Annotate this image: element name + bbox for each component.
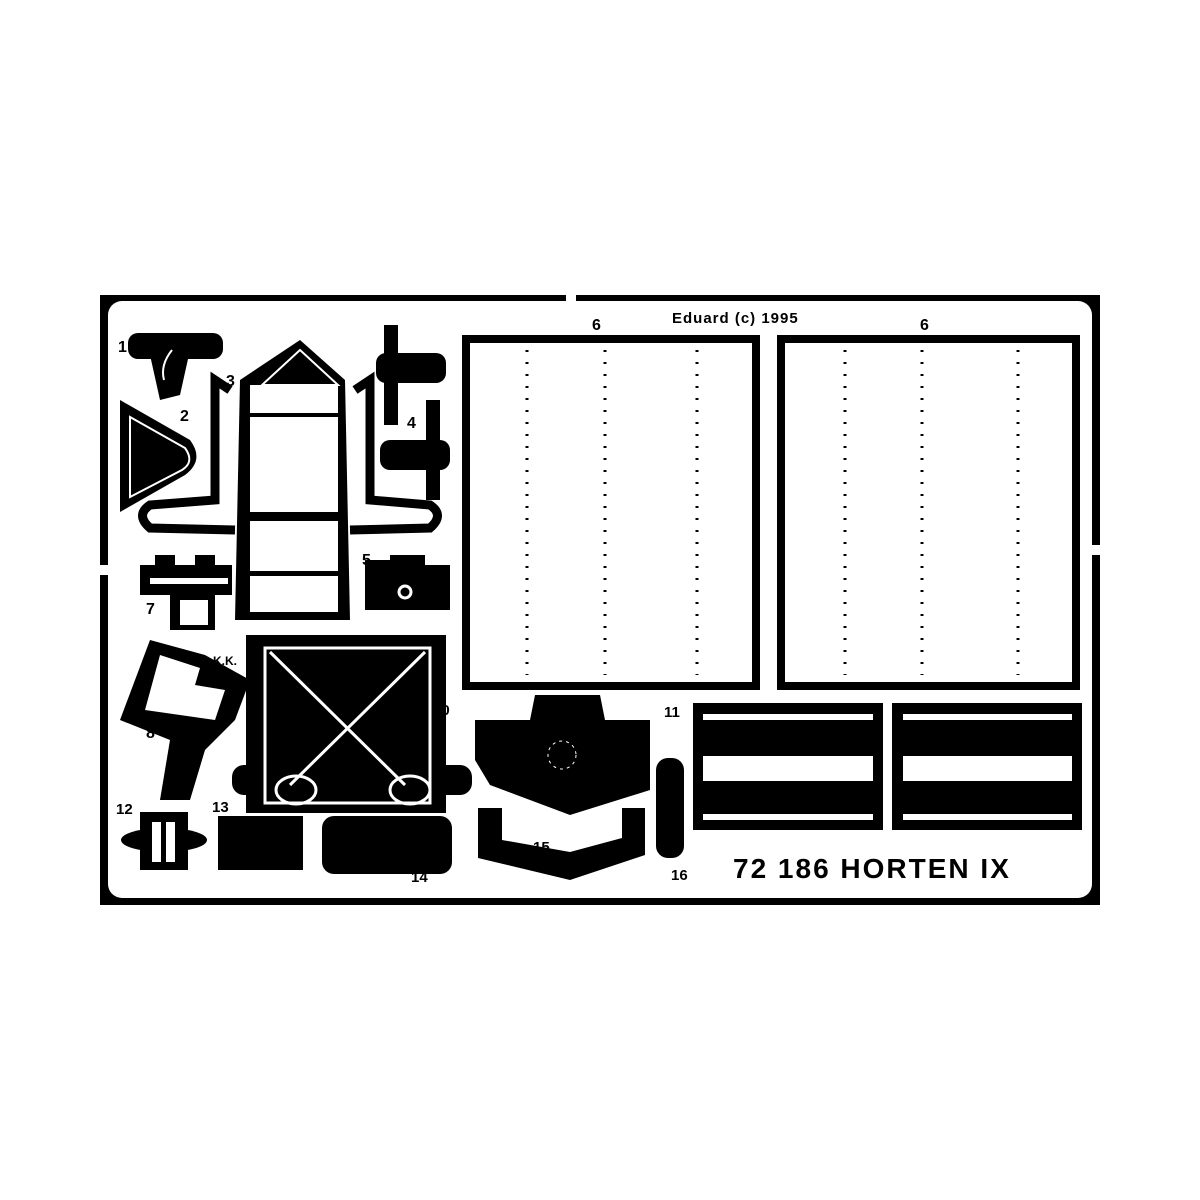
part-14 [322,816,452,874]
label-9: 9 [246,737,255,754]
label-14: 14 [411,869,428,886]
part-1 [128,333,223,400]
label-3: 3 [226,373,235,390]
label-7: 7 [146,601,155,618]
label-16: 16 [671,867,688,884]
part-4 [376,325,450,500]
label-2: 2 [180,408,189,425]
label-1: 1 [118,339,127,356]
fret-gate-left [100,565,108,575]
maker-line: Eduard (c) 1995 [672,310,799,327]
part-16 [656,758,684,858]
label-11: 11 [664,704,680,721]
part-13 [218,816,303,870]
part-2 [120,400,197,512]
label-5: 5 [362,552,371,569]
product-code: 72 186 HORTEN IX [733,853,1011,884]
part-10 [475,695,650,815]
label-6a: 6 [592,317,601,334]
label-kk: K.K. [213,654,237,668]
label-13: 13 [212,799,229,816]
part-11-left [693,703,883,830]
label-4: 4 [407,415,416,432]
part-8 [120,640,250,800]
label-8: 8 [146,725,155,742]
part-5 [365,555,450,610]
part-6-panel-right [777,335,1080,690]
part-7 [140,555,232,630]
part-12 [121,812,207,870]
label-15: 15 [533,839,550,856]
fret-gate-top [566,295,576,303]
part-11-right [892,703,1082,830]
fret-gate-right [1092,545,1100,555]
label-12: 12 [116,801,133,818]
part-15 [478,808,645,880]
part-3 [138,340,442,620]
label-10: 10 [433,702,450,719]
label-6b: 6 [920,317,929,334]
part-9 [232,635,472,813]
part-6-panel-left [462,335,760,690]
